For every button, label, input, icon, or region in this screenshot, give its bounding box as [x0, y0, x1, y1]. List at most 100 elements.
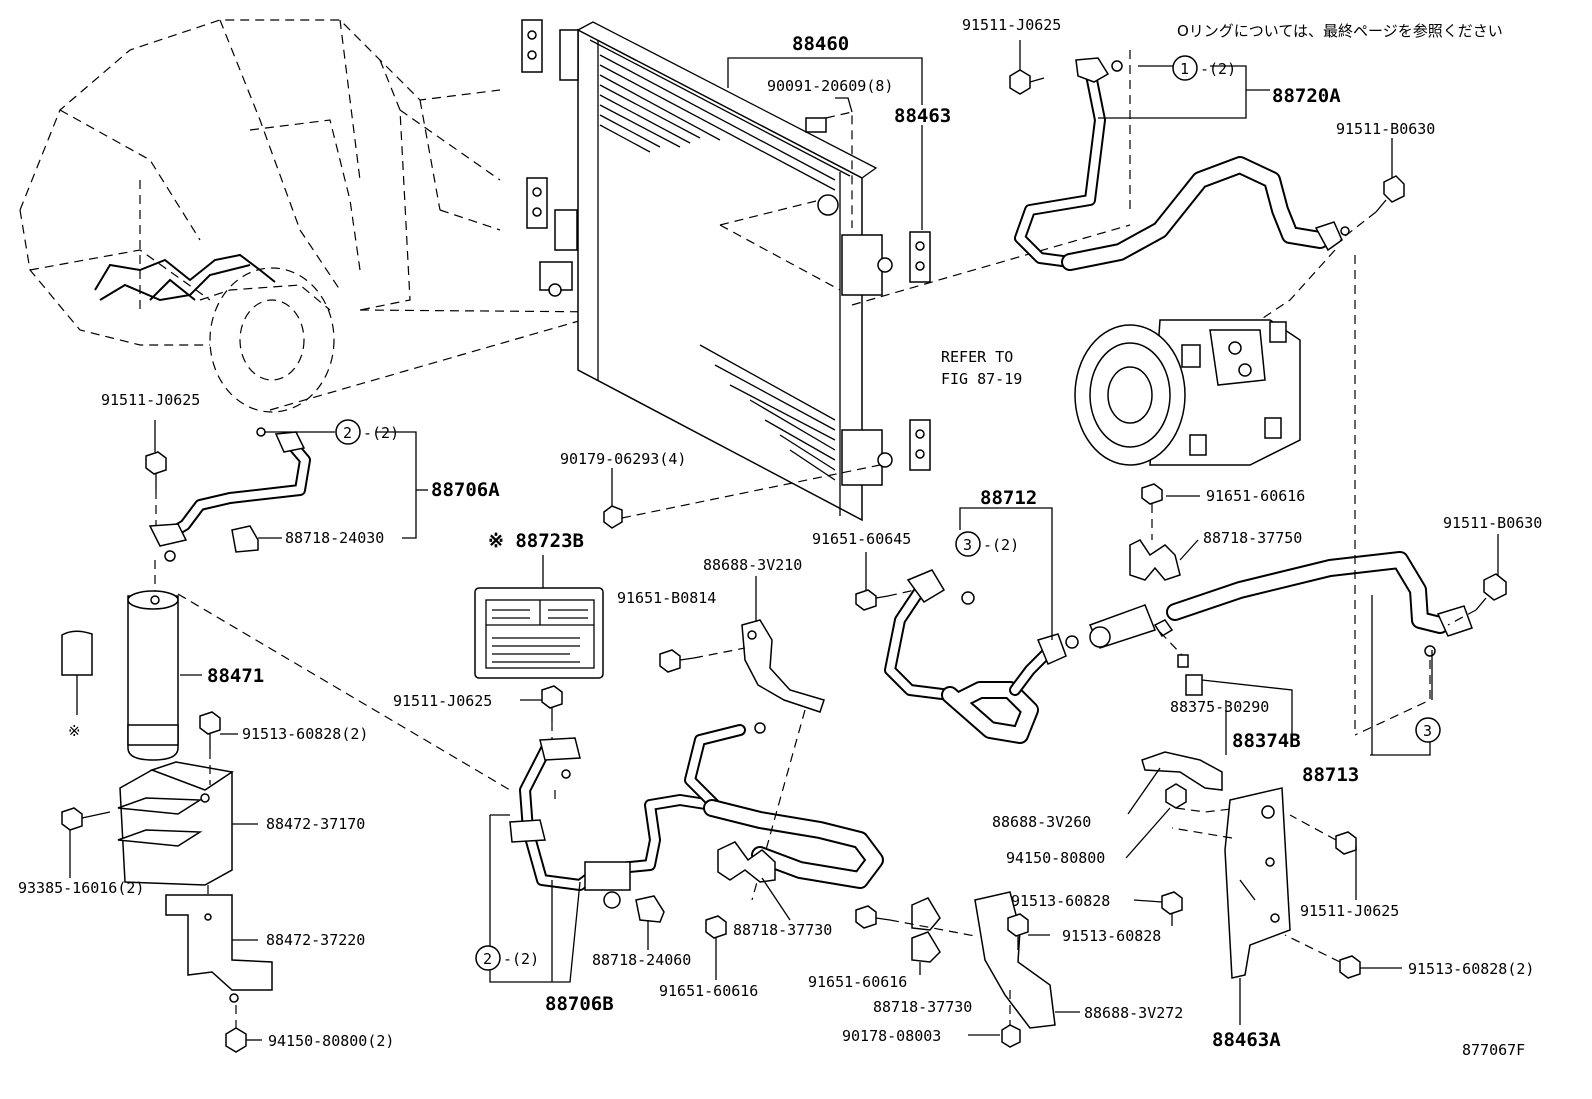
bolt-91513-60828-2 — [199, 711, 221, 785]
label-91511-b0630-right: 91511-B0630 — [1443, 514, 1542, 532]
caution-label-88723B — [474, 587, 604, 679]
label-91511-j0625-br: 91511-J0625 — [1300, 902, 1399, 920]
bolt-91511-j0625-top — [1009, 69, 1031, 95]
bolt-91511-b0630-top — [1339, 175, 1405, 241]
qty-2-c: -(2) — [983, 536, 1019, 554]
circle-3-a: 3 — [955, 531, 981, 557]
label-88688-3v210: 88688-3V210 — [703, 556, 802, 574]
label-88723B: ※ 88723B — [488, 530, 584, 552]
label-94150-80800-2: 94150-80800(2) — [268, 1032, 394, 1050]
label-91513-60828-a: 91513-60828 — [1011, 892, 1110, 910]
label-91651-60616-mid: 91651-60616 — [1206, 487, 1305, 505]
bolt-91511-b0630-right — [1447, 573, 1507, 626]
label-88713: 88713 — [1302, 764, 1359, 786]
label-88460: 88460 — [792, 33, 849, 55]
label-88463: 88463 — [894, 105, 951, 127]
bracket-88463A — [1224, 787, 1291, 979]
nut-90178 — [1001, 990, 1021, 1048]
bolt-91651-60616-bot — [705, 915, 727, 944]
label-91513-60828-2b: 91513-60828(2) — [1408, 960, 1534, 978]
label-88472-37220: 88472-37220 — [266, 931, 365, 949]
clamp-88718-37730-b — [911, 897, 941, 963]
circle-1-label: 1 — [1180, 60, 1189, 78]
label-88718-37750: 88718-37750 — [1203, 529, 1302, 547]
label-88463A: 88463A — [1212, 1029, 1281, 1051]
bolt-93385 — [61, 807, 111, 831]
liquid-tube-88706B — [509, 722, 884, 909]
label-88375: 88375-30290 — [1170, 698, 1269, 716]
label-91651-b0814: 91651-B0814 — [617, 589, 716, 607]
bolt-91651-60616-lower — [855, 905, 976, 937]
bolt-91511-j0625-mid — [541, 685, 563, 740]
label-91511-j0625-top: 91511-J0625 — [962, 16, 1061, 34]
label-91651-60616-lower: 91651-60616 — [808, 973, 907, 991]
label-91651-60616-bot: 91651-60616 — [659, 982, 758, 1000]
label-90179: 90179-06293(4) — [560, 450, 686, 468]
compressor — [1074, 319, 1301, 466]
circle-2-a: 2 — [335, 419, 361, 445]
label-88706B: 88706B — [545, 993, 614, 1015]
valve-core-88375 — [1159, 631, 1203, 696]
vehicle-outline — [19, 19, 611, 413]
label-88718-37730-a: 88718-37730 — [733, 921, 832, 939]
circle-2-b: 2 — [475, 945, 501, 971]
label-88688-3v272: 88688-3V272 — [1084, 1004, 1183, 1022]
label-91511-b0630-top: 91511-B0630 — [1336, 120, 1435, 138]
label-91513-60828-b: 91513-60828 — [1062, 927, 1161, 945]
bracket-88472-37170 — [117, 761, 234, 886]
figure-id: 877067F — [1462, 1041, 1525, 1059]
suction-hose-88712 — [884, 569, 1079, 744]
bolt-91513-60828-b — [1007, 913, 1029, 950]
liquid-tube-88706A — [148, 427, 311, 547]
clamp-88718-24060 — [635, 895, 665, 923]
condenser-rubber-mounts — [521, 19, 931, 471]
circle-1: 1 — [1172, 55, 1198, 81]
clamp-88718-37730-a — [717, 841, 776, 883]
bolt-91513-60828-a — [1161, 891, 1183, 926]
nut-94150-80800-2 — [225, 1005, 247, 1053]
bolt-90091 — [805, 111, 853, 228]
bolt-91651-60616-mid — [1141, 483, 1163, 540]
clamp-88718-24030 — [231, 525, 259, 553]
receiver-dryer-88471 — [127, 590, 179, 761]
note-japanese: Oリングについては、最終ページを参照ください — [1177, 22, 1503, 40]
bolt-91513-60828-2b — [1284, 934, 1361, 979]
bracket-88688-3v272 — [974, 891, 1056, 1029]
circle-3-b: 3 — [1415, 717, 1441, 743]
bracket-88688-3v260 — [1141, 751, 1223, 791]
suction-hose-88713 — [1088, 551, 1473, 657]
leader-lines — [69, 40, 1499, 1041]
bolt-91651-b0814 — [659, 647, 746, 673]
label-90178: 90178-08003 — [842, 1027, 941, 1045]
label-93385: 93385-16016(2) — [18, 879, 144, 897]
condenser-fins — [599, 54, 836, 481]
label-88718-24060: 88718-24060 — [592, 951, 691, 969]
label-91513-60828-2: 91513-60828(2) — [242, 725, 368, 743]
qty-2-b: -(2) — [363, 424, 399, 442]
refer-to-line-2: FIG 87-19 — [941, 370, 1022, 388]
qty-2-d: -(2) — [503, 950, 539, 968]
circle-3a-label: 3 — [963, 536, 972, 554]
label-88718-24030: 88718-24030 — [285, 529, 384, 547]
label-88720A: 88720A — [1272, 85, 1341, 107]
label-91511-j0625-left: 91511-J0625 — [101, 391, 200, 409]
circle-2a-label: 2 — [343, 424, 352, 442]
bolt-91511-j0625-left — [145, 451, 167, 525]
circle-3b-label: 3 — [1423, 722, 1432, 740]
label-kome: ※ — [68, 722, 81, 740]
bolt-91511-j0625-br — [1289, 814, 1357, 855]
label-94150-80800: 94150-80800 — [1006, 849, 1105, 867]
bolt-91651-60645 — [855, 589, 916, 611]
circle-2b-label: 2 — [483, 950, 492, 968]
bracket-88472-37220 — [165, 894, 273, 1003]
label-91651-60645: 91651-60645 — [812, 530, 911, 548]
label-88471: 88471 — [207, 665, 264, 687]
label-90091: 90091-20609(8) — [767, 77, 893, 95]
refer-to-line-1: REFER TO — [941, 348, 1013, 366]
label-88688-3v260: 88688-3V260 — [992, 813, 1091, 831]
label-88706A: 88706A — [431, 479, 500, 501]
qty-2-a: -(2) — [1200, 60, 1236, 78]
label-88718-37730-b: 88718-37730 — [873, 998, 972, 1016]
